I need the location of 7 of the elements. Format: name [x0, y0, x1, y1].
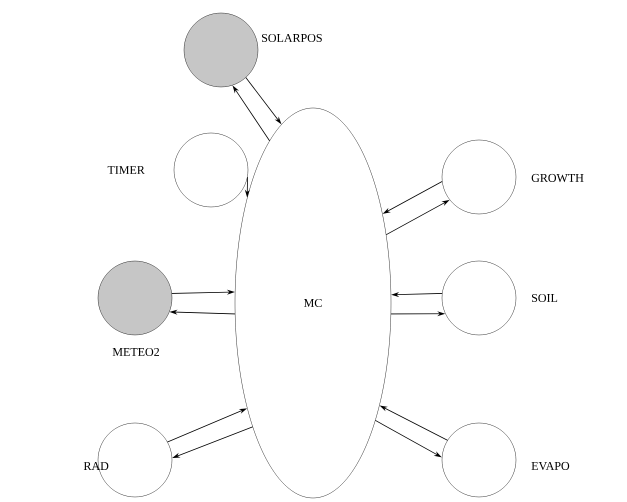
module-label: TIMER [108, 166, 145, 174]
module-label: RAD [84, 462, 108, 470]
module-label: METEO2 [112, 348, 159, 356]
module-label: GROWTH [532, 174, 584, 182]
module-label: SOIL [532, 294, 558, 302]
module-label: SOLARPOS [262, 34, 322, 42]
module-label: EVAPO [532, 462, 570, 470]
